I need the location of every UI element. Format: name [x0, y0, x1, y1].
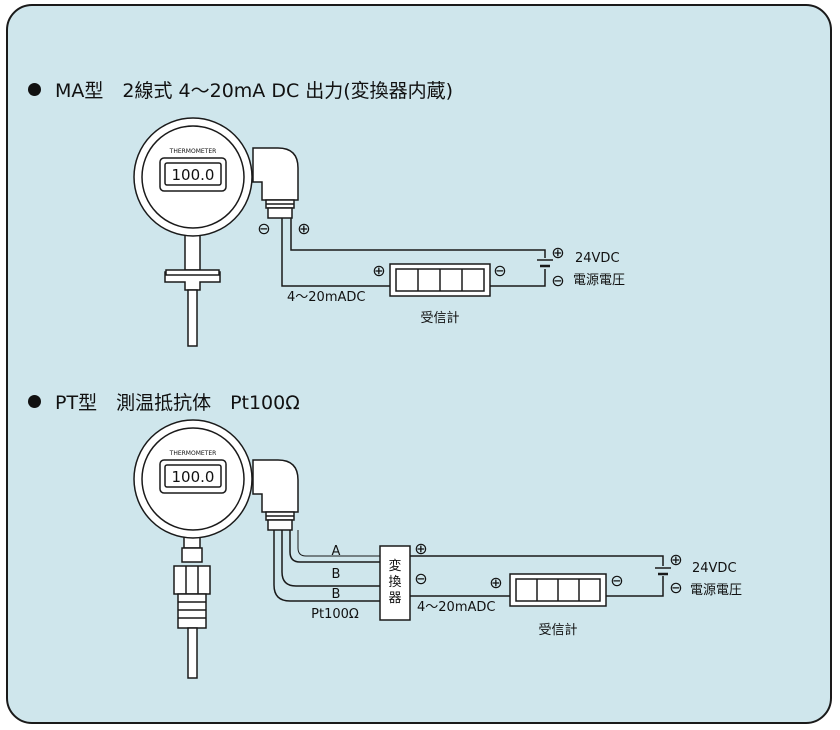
pt-wire-mid [281, 530, 380, 587]
pt-wire-inner [289, 530, 380, 563]
pt-gauge-label: THERMOMETER [169, 450, 217, 457]
ma-positive-wire [290, 218, 546, 258]
pt-probe-stem [187, 627, 198, 679]
ma-current-label: 4〜20mADC [287, 290, 365, 305]
ma-wiring [281, 218, 553, 297]
pt-labels: A B B Pt100Ω 変 換 器 ⊕ ⊖ ⊕ ⊖ ⊕ ⊖ 24VDC 電源電… [311, 539, 742, 638]
pt-heading: PT型 測温抵抗体 Pt100Ω [28, 388, 300, 415]
ma-elbow-housing [252, 147, 299, 201]
ma-supply-label: 電源電圧 [573, 273, 625, 288]
pt-heading-text: PT型 測温抵抗体 Pt100Ω [55, 392, 300, 414]
ma-negative-wire-left [281, 218, 390, 287]
ma-gland-nut [267, 207, 293, 219]
pt-probe-joint [181, 547, 203, 563]
pt-receiver-label: 受信計 [538, 622, 577, 638]
pt-converter-char: 器 [388, 591, 401, 606]
pt-positive-line [410, 555, 664, 566]
pt-converter-minus: ⊖ [414, 569, 427, 588]
pt-receiver-minus: ⊖ [610, 571, 623, 590]
pt-supply-minus: ⊖ [669, 578, 682, 597]
pt-wire-sheath [297, 530, 380, 557]
pt-elbow-housing [252, 459, 299, 513]
ma-negative-wire-right [490, 269, 546, 287]
pt-gauge-value: 100.0 [172, 468, 215, 486]
pt-pt100-label: Pt100Ω [311, 607, 359, 622]
diagram-panel [6, 4, 832, 724]
ma-heading: MA型 2線式 4〜20mA DC 出力(変換器内蔵) [28, 76, 453, 103]
ma-probe-stem [187, 289, 198, 347]
pt-wire-b1-label: B [332, 567, 341, 582]
bullet-icon [28, 395, 41, 408]
ma-minus-symbol: ⊖ [257, 219, 270, 238]
pt-supply-plus: ⊕ [669, 550, 682, 569]
ma-clamp-flange [164, 271, 221, 291]
ma-supply-minus: ⊖ [551, 271, 564, 290]
pt-supply-voltage: 24VDC [692, 561, 737, 576]
pt-display-window [164, 464, 222, 488]
ma-labels: ⊖ ⊕ ⊕ ⊖ ⊕ ⊖ 24VDC 電源電圧 4〜20mADC 受信計 [257, 219, 625, 326]
pt-current-label: 4〜20mADC [417, 600, 495, 615]
ma-receiver-plus: ⊕ [372, 261, 385, 280]
ma-supply-voltage: 24VDC [575, 251, 620, 266]
ma-receiver-label: 受信計 [420, 310, 459, 326]
ma-receiver-minus: ⊖ [493, 261, 506, 280]
pt-wiring [273, 530, 671, 621]
pt-gland-nut [267, 519, 293, 531]
pt-hex-nut [173, 565, 211, 595]
pt-negative-line [606, 576, 664, 597]
pt-thread [177, 593, 207, 629]
ma-gauge-value: 100.0 [172, 166, 215, 184]
pt-converter-plus: ⊕ [414, 539, 427, 558]
ma-heading-text: MA型 2線式 4〜20mA DC 出力(変換器内蔵) [55, 80, 454, 102]
pt-converter-char: 換 [388, 575, 401, 590]
pt-wire-a-label: A [332, 544, 341, 559]
ma-thermometer: THERMOMETER 100.0 [133, 117, 299, 347]
pt-wire-outer [273, 530, 380, 602]
pt-thermometer: THERMOMETER 100.0 [133, 419, 299, 679]
pt-converter-char: 変 [388, 558, 401, 574]
pt-converter-box [379, 545, 411, 621]
ma-plus-symbol: ⊕ [297, 219, 310, 238]
ma-gauge-label: THERMOMETER [169, 148, 217, 155]
ma-supply-plus: ⊕ [551, 243, 564, 262]
ma-display-window [164, 162, 222, 186]
bullet-icon [28, 83, 41, 96]
ma-flange-top [165, 269, 220, 276]
pt-wire-b2-label: B [332, 587, 341, 602]
pt-supply-label: 電源電圧 [690, 583, 742, 598]
pt-receiver-plus: ⊕ [489, 573, 502, 592]
